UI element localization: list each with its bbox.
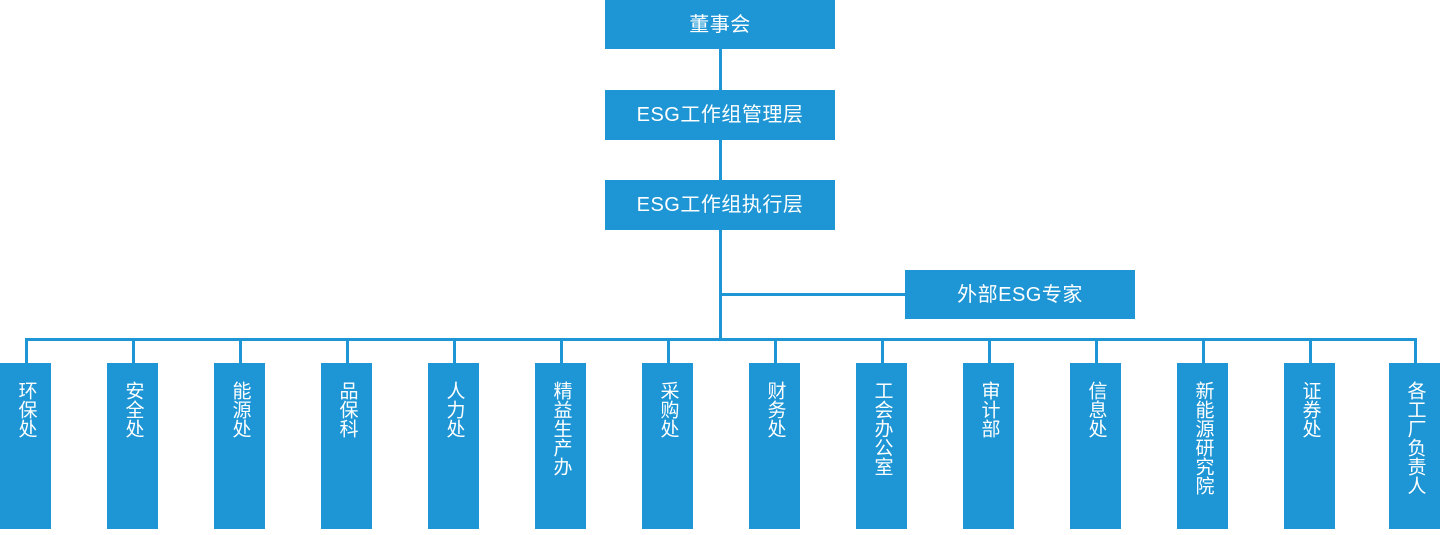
node-department-10[interactable]: 审计部 bbox=[963, 363, 1014, 529]
node-department-label: 新能源研究院 bbox=[1192, 381, 1214, 495]
connector-drop-4 bbox=[346, 338, 349, 363]
connector-drop-11 bbox=[1095, 338, 1098, 363]
node-department-14[interactable]: 各工厂负责人 bbox=[1389, 363, 1440, 529]
node-department-label: 审计部 bbox=[978, 381, 1000, 438]
connector-drop-12 bbox=[1202, 338, 1205, 363]
connector-department-bus bbox=[25, 338, 1415, 341]
node-department-7[interactable]: 采购处 bbox=[642, 363, 693, 529]
node-department-6[interactable]: 精益生产办 bbox=[535, 363, 586, 529]
node-esg-management-layer[interactable]: ESG工作组管理层 bbox=[605, 90, 835, 140]
node-department-5[interactable]: 人力处 bbox=[428, 363, 479, 529]
connector-drop-1 bbox=[25, 338, 28, 363]
connector-drop-6 bbox=[560, 338, 563, 363]
node-department-label: 品保科 bbox=[336, 381, 358, 438]
connector-drop-8 bbox=[774, 338, 777, 363]
node-department-label: 各工厂负责人 bbox=[1404, 381, 1426, 495]
connector-drop-3 bbox=[239, 338, 242, 363]
node-external-esg-expert[interactable]: 外部ESG专家 bbox=[905, 270, 1135, 319]
node-department-label: 安全处 bbox=[122, 381, 144, 438]
connector-drop-5 bbox=[453, 338, 456, 363]
node-department-3[interactable]: 能源处 bbox=[214, 363, 265, 529]
node-esg-management-label: ESG工作组管理层 bbox=[636, 104, 804, 126]
node-department-label: 采购处 bbox=[657, 381, 679, 438]
connector-drop-2 bbox=[132, 338, 135, 363]
connector-drop-13 bbox=[1309, 338, 1312, 363]
node-department-label: 环保处 bbox=[15, 381, 37, 438]
node-external-esg-expert-label: 外部ESG专家 bbox=[957, 283, 1083, 306]
node-board-label: 董事会 bbox=[689, 13, 751, 36]
connector-drop-7 bbox=[667, 338, 670, 363]
node-esg-execution-label: ESG工作组执行层 bbox=[636, 194, 804, 216]
node-department-label: 工会办公室 bbox=[871, 381, 893, 476]
node-department-2[interactable]: 安全处 bbox=[107, 363, 158, 529]
node-department-9[interactable]: 工会办公室 bbox=[856, 363, 907, 529]
node-department-13[interactable]: 证券处 bbox=[1284, 363, 1335, 529]
connector-execution-trunk bbox=[719, 230, 722, 341]
node-department-label: 人力处 bbox=[443, 381, 465, 438]
node-department-label: 证券处 bbox=[1299, 381, 1321, 438]
node-department-label: 财务处 bbox=[764, 381, 786, 438]
node-department-4[interactable]: 品保科 bbox=[321, 363, 372, 529]
node-department-label: 能源处 bbox=[229, 381, 251, 438]
connector-drop-9 bbox=[881, 338, 884, 363]
connector-drop-14 bbox=[1414, 338, 1417, 363]
node-esg-execution-layer[interactable]: ESG工作组执行层 bbox=[605, 180, 835, 230]
node-department-8[interactable]: 财务处 bbox=[749, 363, 800, 529]
node-department-1[interactable]: 环保处 bbox=[0, 363, 51, 529]
node-board-of-directors[interactable]: 董事会 bbox=[605, 0, 835, 49]
connector-execution-to-expert bbox=[719, 293, 905, 296]
node-department-label: 精益生产办 bbox=[550, 381, 572, 476]
connector-board-to-management bbox=[719, 49, 722, 90]
node-department-label: 信息处 bbox=[1085, 381, 1107, 438]
node-department-12[interactable]: 新能源研究院 bbox=[1177, 363, 1228, 529]
connector-drop-10 bbox=[988, 338, 991, 363]
node-department-11[interactable]: 信息处 bbox=[1070, 363, 1121, 529]
connector-management-to-execution bbox=[719, 140, 722, 180]
